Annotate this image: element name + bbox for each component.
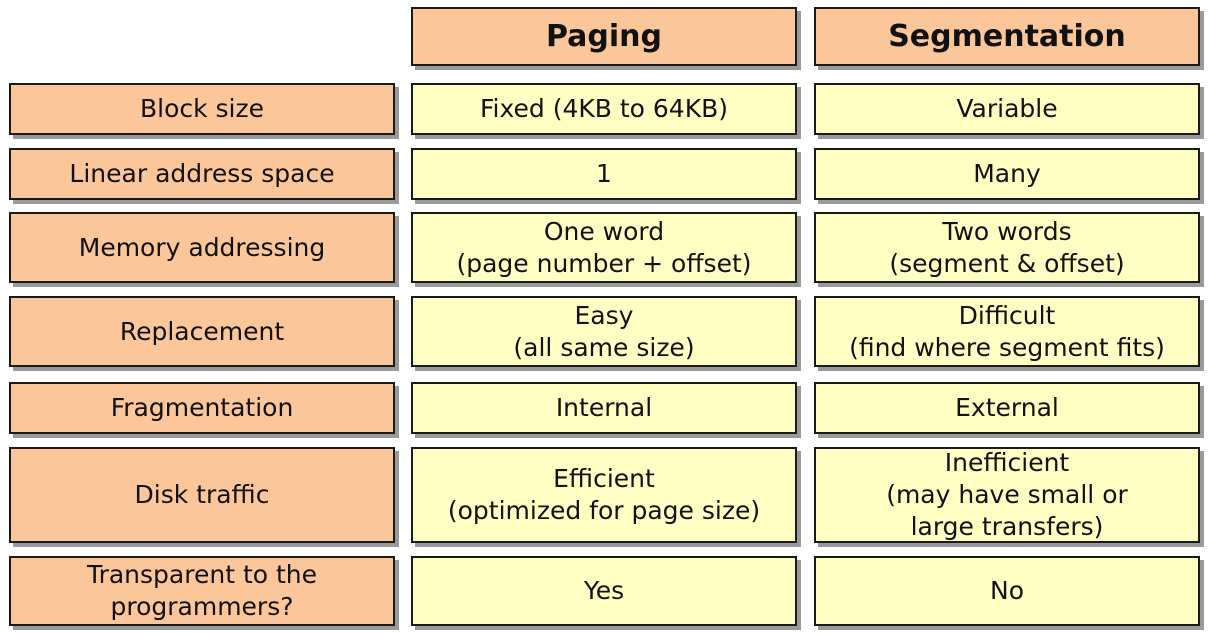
row-label-fragmentation: Fragmentation — [9, 382, 395, 434]
row-label-linear-address-space: Linear address space — [9, 148, 395, 200]
segmentation-fragmentation: External — [814, 382, 1200, 434]
paging-disk-traffic: Efficient (optimized for page size) — [411, 447, 797, 543]
segmentation-linear-address-space: Many — [814, 148, 1200, 200]
row-label-transparent-to-programmers: Transparent to the programmers? — [9, 556, 395, 626]
row-label-memory-addressing: Memory addressing — [9, 212, 395, 283]
paging-replacement: Easy (all same size) — [411, 296, 797, 367]
segmentation-transparent-to-programmers: No — [814, 556, 1200, 626]
paging-transparent-to-programmers: Yes — [411, 556, 797, 626]
segmentation-memory-addressing: Two words (segment & offset) — [814, 212, 1200, 283]
row-label-block-size: Block size — [9, 83, 395, 135]
header-segmentation: Segmentation — [814, 7, 1200, 66]
paging-linear-address-space: 1 — [411, 148, 797, 200]
row-label-replacement: Replacement — [9, 296, 395, 367]
segmentation-replacement: Difficult (find where segment fits) — [814, 296, 1200, 367]
paging-block-size: Fixed (4KB to 64KB) — [411, 83, 797, 135]
header-paging: Paging — [411, 7, 797, 66]
row-label-disk-traffic: Disk traffic — [9, 447, 395, 543]
segmentation-disk-traffic: Inefficient (may have small or large tra… — [814, 447, 1200, 543]
segmentation-block-size: Variable — [814, 83, 1200, 135]
paging-fragmentation: Internal — [411, 382, 797, 434]
paging-memory-addressing: One word (page number + offset) — [411, 212, 797, 283]
